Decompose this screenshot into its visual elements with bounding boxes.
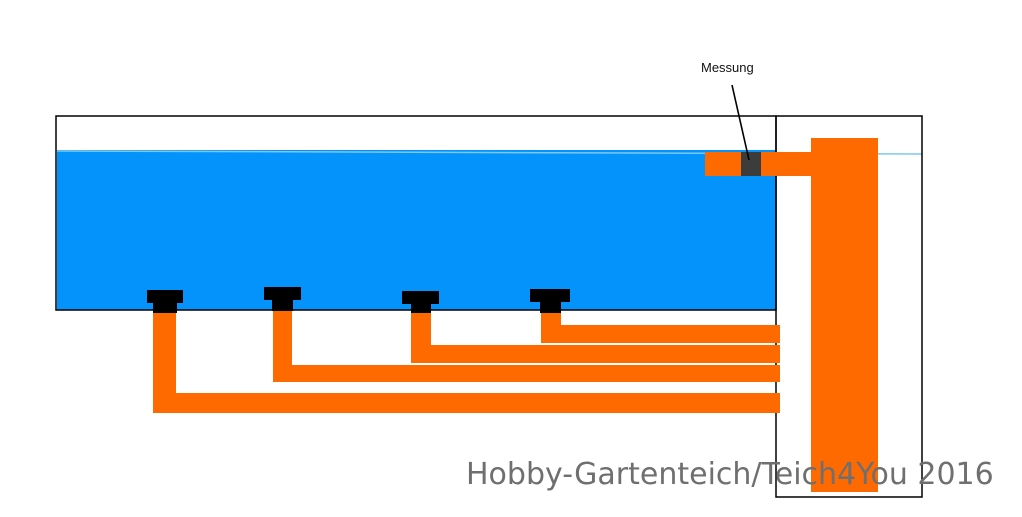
filter-chamber (775, 115, 923, 498)
measurement-label: Messung (701, 60, 754, 75)
bottom-drain-3 (402, 291, 439, 313)
supply-pipe-1 (153, 312, 780, 413)
watermark-text: Hobby-Gartenteich/Teich4You 2016 (466, 457, 994, 492)
supply-pipe-4 (541, 312, 780, 343)
supply-pipe-2 (273, 310, 780, 382)
measurement-sensor (741, 152, 761, 176)
supply-pipe-3 (411, 312, 780, 363)
bottom-drain-2 (264, 287, 301, 311)
bottom-drain-1 (147, 290, 183, 313)
bottom-drain-4 (530, 289, 570, 313)
riser-pipe (811, 138, 878, 492)
pond-water (57, 150, 776, 310)
measurement-pointer (731, 84, 750, 161)
